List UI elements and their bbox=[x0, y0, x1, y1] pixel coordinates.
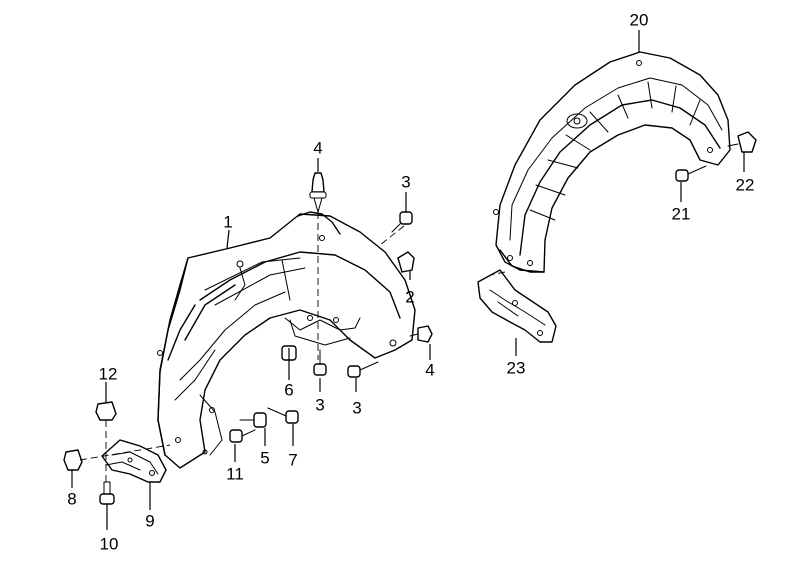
screw-21 bbox=[675, 165, 707, 182]
callout-6: 6 bbox=[284, 380, 294, 400]
callout-9: 9 bbox=[145, 511, 155, 531]
clip-4-right bbox=[409, 325, 433, 343]
clip-22 bbox=[727, 131, 757, 153]
callout-20: 20 bbox=[629, 10, 649, 30]
callout-3: 3 bbox=[352, 398, 362, 418]
callout-5: 5 bbox=[260, 448, 270, 468]
callout-11: 11 bbox=[226, 464, 244, 484]
bolt-5 bbox=[239, 412, 267, 428]
lower-bracket bbox=[101, 439, 167, 483]
callout-10: 10 bbox=[99, 534, 119, 554]
callout-3: 3 bbox=[315, 395, 325, 415]
callout-8: 8 bbox=[67, 489, 77, 509]
assembly-lines bbox=[79, 212, 506, 482]
callout-21: 21 bbox=[671, 204, 691, 224]
callout-4: 4 bbox=[313, 138, 323, 158]
screw-11 bbox=[229, 429, 256, 443]
callout-23: 23 bbox=[506, 358, 526, 378]
clip-12 bbox=[95, 401, 117, 421]
callout-7: 7 bbox=[288, 450, 298, 470]
screw-7 bbox=[267, 407, 299, 424]
callout-12: 12 bbox=[98, 364, 118, 384]
bolt-10 bbox=[99, 481, 115, 505]
rear-liner-bracket bbox=[477, 269, 557, 343]
leader-lines bbox=[71, 30, 745, 530]
callout-22: 22 bbox=[735, 175, 755, 195]
nut-8 bbox=[63, 449, 83, 471]
clip-4-top bbox=[309, 172, 327, 213]
callout-2: 2 bbox=[405, 287, 415, 307]
callout-1: 1 bbox=[223, 212, 233, 232]
rear-wheel-housing-liner bbox=[493, 51, 731, 273]
screw-3-right bbox=[347, 361, 379, 378]
screw-3-upper bbox=[391, 211, 413, 233]
callout-3: 3 bbox=[401, 172, 411, 192]
callout-4: 4 bbox=[425, 360, 435, 380]
screw-3-middle bbox=[313, 349, 327, 376]
clip-2 bbox=[397, 251, 415, 273]
front-wheel-housing-liner bbox=[157, 211, 416, 469]
